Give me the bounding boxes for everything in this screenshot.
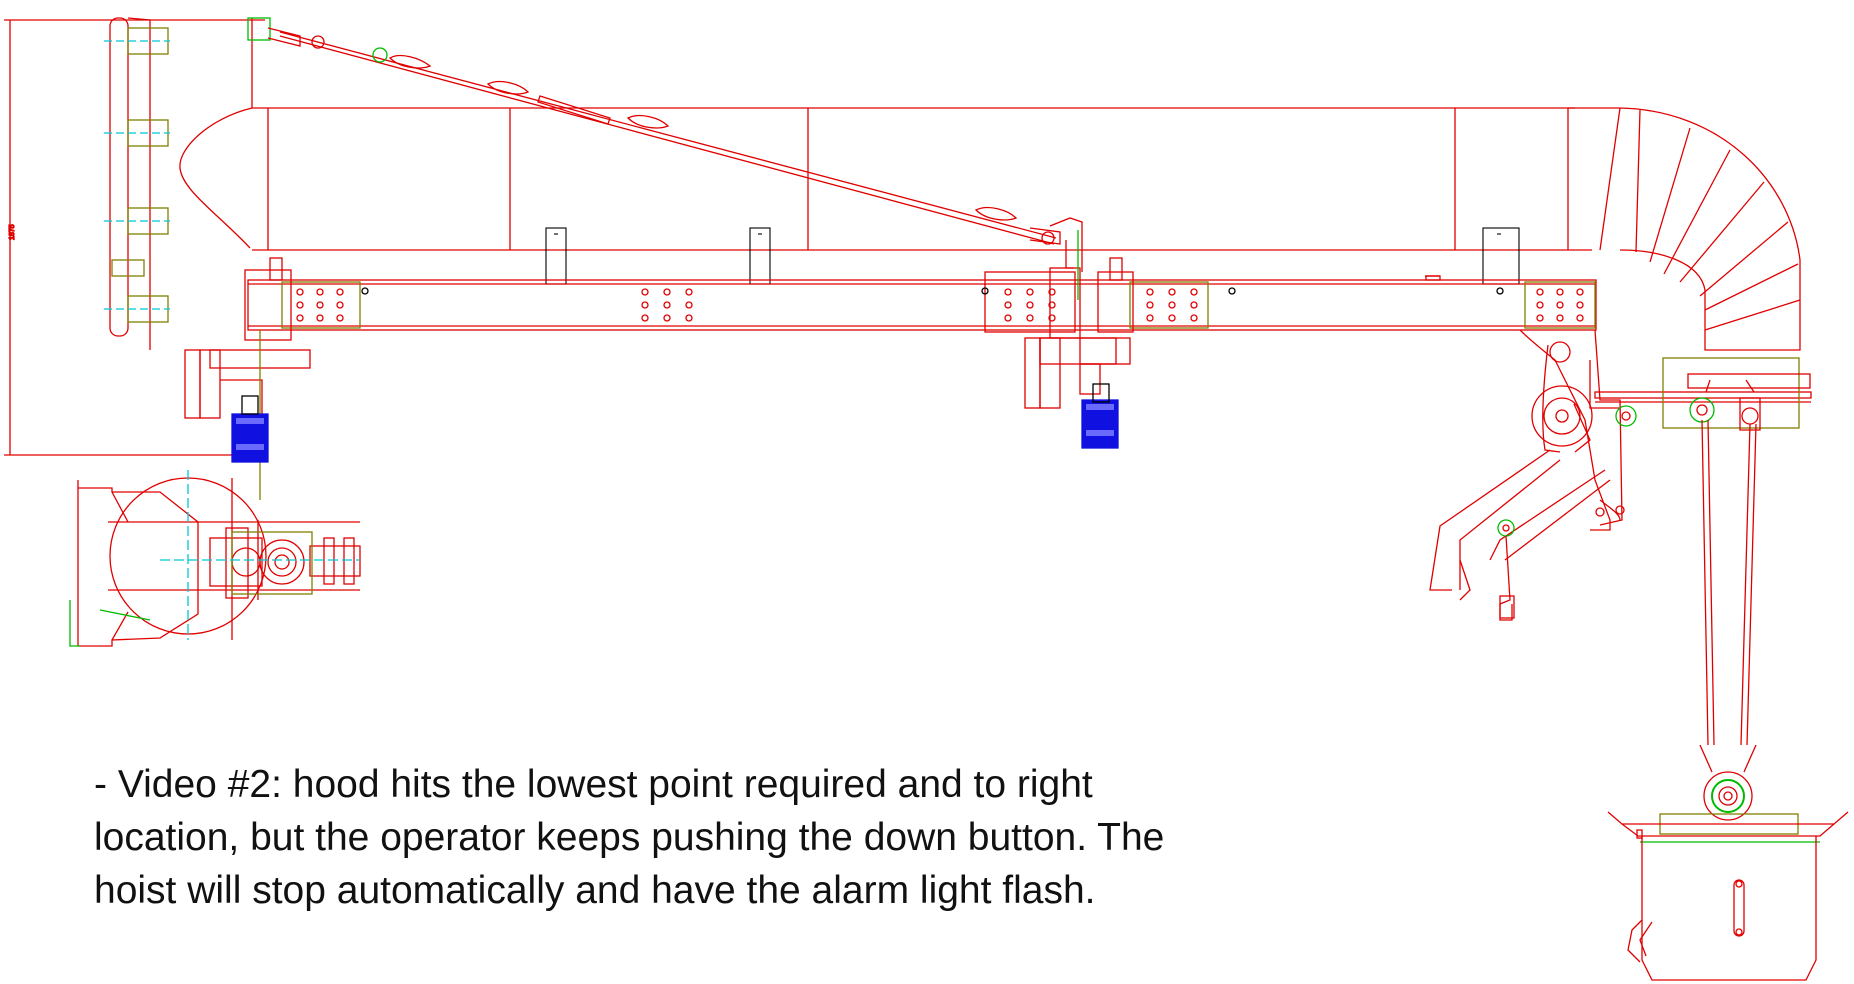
bolt-hole — [1536, 314, 1544, 322]
bolt-hole — [663, 314, 671, 322]
hanging-hood — [1607, 744, 1849, 981]
bolt-hole — [296, 314, 304, 322]
bolt-hole — [336, 314, 344, 322]
bolt-hole — [1026, 288, 1034, 296]
right-carriage — [1594, 357, 1812, 431]
bolt-hole — [663, 301, 671, 309]
bolt-hole — [1004, 314, 1012, 322]
caption-line-3: hoist will stop automatically and have t… — [94, 869, 1096, 912]
exhaust-duct — [179, 18, 1801, 351]
bolt-hole — [1576, 288, 1584, 296]
bolt-hole — [1190, 301, 1198, 309]
bolt-hole — [1168, 301, 1176, 309]
bolt-hole — [1146, 314, 1154, 322]
bolt-hole — [1048, 288, 1056, 296]
mounting-hole — [1496, 287, 1504, 295]
mounting-hole — [981, 287, 989, 295]
bolt-hole — [1168, 314, 1176, 322]
bolt-hole — [1576, 301, 1584, 309]
bolt-hole — [1190, 314, 1198, 322]
bolt-hole — [316, 314, 324, 322]
bolt-hole — [685, 314, 693, 322]
bolt-hole — [1026, 314, 1034, 322]
bolt-hole — [336, 288, 344, 296]
bolt-hole — [1556, 301, 1564, 309]
mounting-hole — [1228, 287, 1236, 295]
middle-trolley — [1024, 257, 1131, 449]
bolt-hole — [685, 288, 693, 296]
caption-line-2: location, but the operator keeps pushing… — [94, 816, 1165, 859]
bolt-hole — [641, 301, 649, 309]
bolt-hole — [1004, 301, 1012, 309]
bolt-hole — [1536, 288, 1544, 296]
dimension-label: 1875 — [9, 224, 16, 240]
bolt-hole — [1576, 314, 1584, 322]
bolt-hole — [1536, 301, 1544, 309]
right-arm-assembly — [1429, 329, 1625, 621]
splice-plates — [281, 271, 1596, 333]
left-mast — [104, 17, 170, 350]
bolt-hole — [1168, 288, 1176, 296]
bolt-hole — [1146, 288, 1154, 296]
bolt-hole — [1146, 301, 1154, 309]
bolt-hole — [663, 288, 671, 296]
tension-rod — [247, 17, 1083, 300]
caption-line-1: - Video #2: hood hits the lowest point r… — [94, 763, 1093, 806]
bolt-hole — [685, 301, 693, 309]
bolt-hole — [1190, 288, 1198, 296]
main-boom — [247, 275, 1597, 331]
left-hoist-drum — [69, 470, 361, 647]
bolt-hole — [1026, 301, 1034, 309]
caption: - Video #2: hood hits the lowest point r… — [94, 758, 1514, 917]
mounting-hole — [361, 287, 369, 295]
bolt-hole — [296, 301, 304, 309]
bolt-hole — [1048, 314, 1056, 322]
bolt-hole — [1048, 301, 1056, 309]
bolt-hole — [1556, 314, 1564, 322]
hoist-ropes — [1701, 419, 1757, 746]
left-dimension: 1875 — [4, 19, 265, 456]
bolt-hole — [1004, 288, 1012, 296]
bolt-hole — [641, 314, 649, 322]
hanger-brackets — [545, 227, 1520, 285]
bolt-holes — [296, 287, 1584, 322]
bolt-hole — [1556, 288, 1564, 296]
bolt-hole — [296, 288, 304, 296]
bolt-hole — [336, 301, 344, 309]
left-trolley — [184, 257, 311, 500]
bolt-hole — [316, 288, 324, 296]
bolt-hole — [641, 288, 649, 296]
bolt-hole — [316, 301, 324, 309]
